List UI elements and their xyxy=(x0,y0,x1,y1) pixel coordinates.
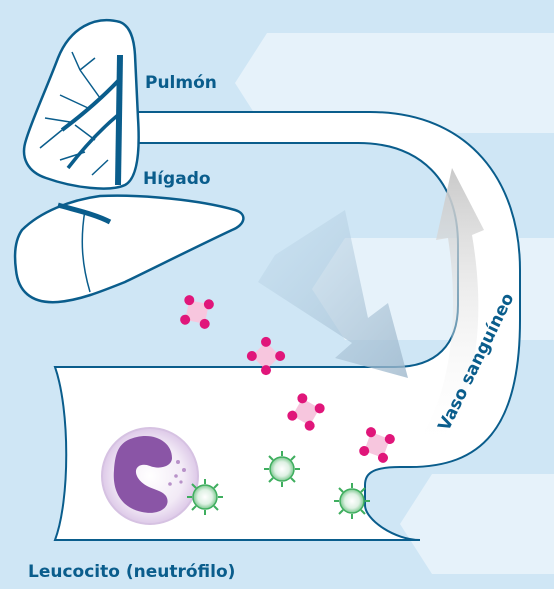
green-particle-icon xyxy=(187,479,223,515)
liver-label: Hígado xyxy=(143,169,211,189)
lung-icon xyxy=(24,20,139,188)
pink-particle-icon xyxy=(179,294,215,330)
info-panel-bottom xyxy=(400,474,554,574)
liver-icon xyxy=(15,196,243,303)
lung-label: Pulmón xyxy=(145,73,217,93)
green-particle-icon xyxy=(264,451,300,487)
green-particle-icon xyxy=(334,483,370,519)
neutrophil-icon xyxy=(102,428,198,524)
leukocyte-label: Leucocito (neutrófilo) xyxy=(28,562,235,582)
